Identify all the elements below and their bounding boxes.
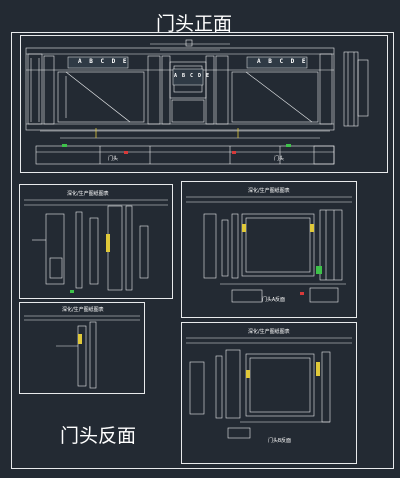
- sheet-2[interactable]: [19, 302, 145, 394]
- sign-right: A B C D E: [257, 58, 308, 65]
- plan-label-right: 门头: [274, 156, 285, 162]
- elevation-panel[interactable]: [20, 35, 388, 173]
- outer-frame: [11, 32, 394, 469]
- sheet-3-caption: 门头A反面: [262, 297, 286, 303]
- sheet-4-caption: 门头B反面: [268, 438, 292, 444]
- sheet-3-title: 深化/生产图纸图表: [248, 188, 290, 194]
- sheet-2-title: 深化/生产图纸图表: [62, 307, 104, 313]
- sheet-1[interactable]: [19, 184, 173, 299]
- plan-label-left: 门头: [108, 156, 119, 162]
- front-heading: 门头正面: [156, 13, 233, 35]
- sign-left: A B C D E: [78, 58, 129, 65]
- sheet-4-title: 深化/生产图纸图表: [248, 329, 290, 335]
- back-heading: 门头反面: [60, 425, 137, 447]
- sheet-3[interactable]: [181, 181, 357, 318]
- sheet-1-title: 深化/生产图纸图表: [67, 191, 109, 197]
- sheet-4[interactable]: [181, 322, 357, 464]
- sign-center: A B C D E: [174, 73, 211, 79]
